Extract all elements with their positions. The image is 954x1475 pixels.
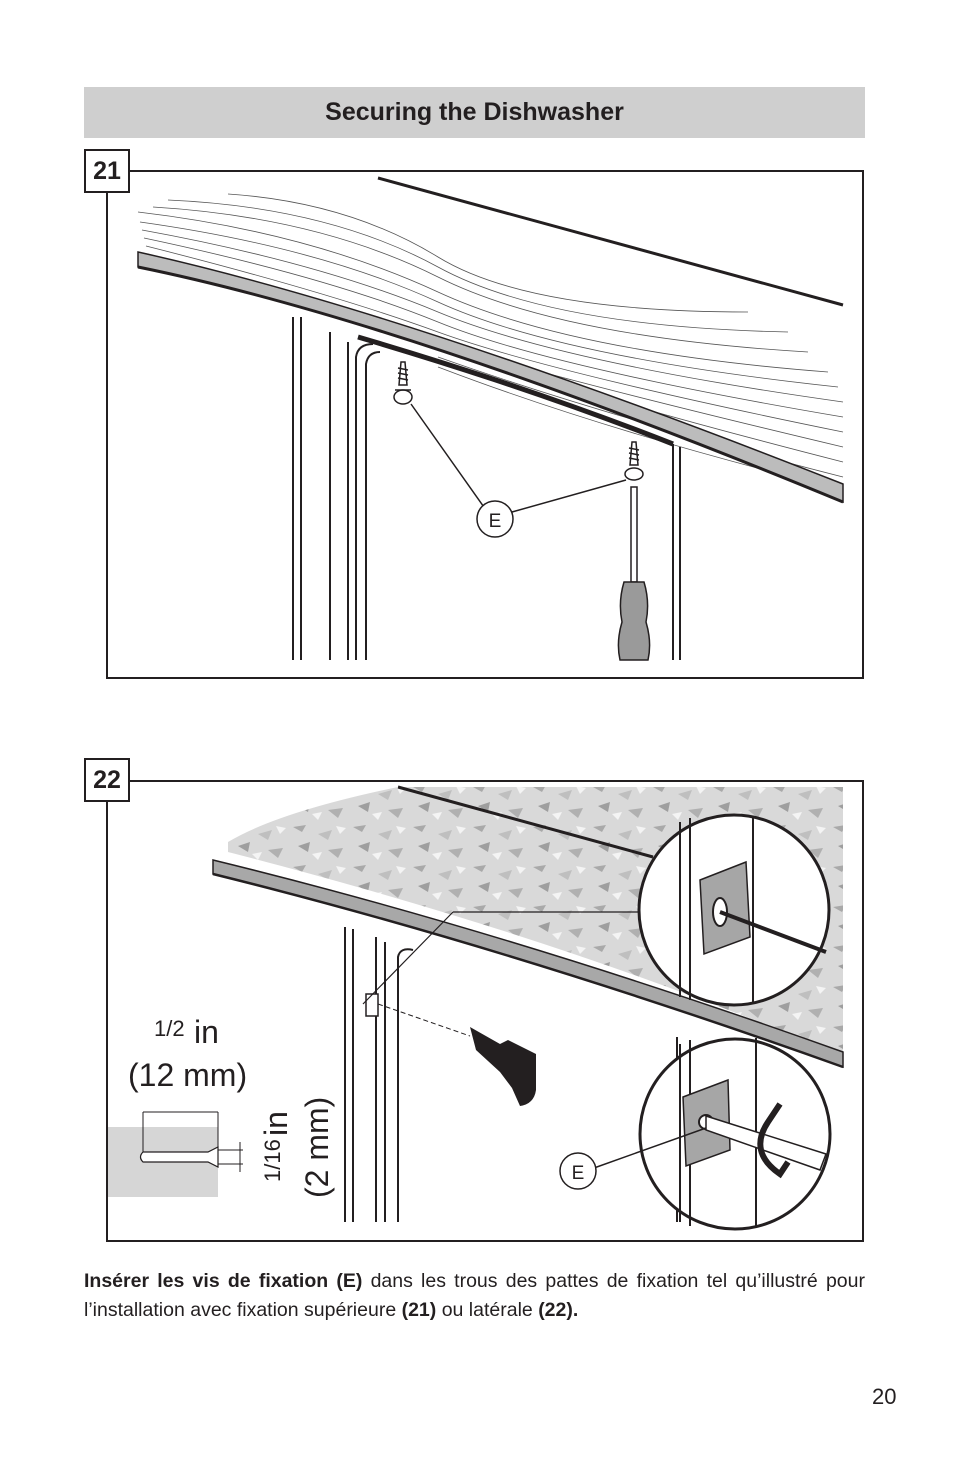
figure-number-21: 21 [84,149,130,193]
figure-number-22: 22 [84,758,130,802]
side-mount-drawing: E 1/2 in (12 mm) 1/16 in (2 mm) [108,785,844,1231]
caption-bold-21: (21) [401,1299,437,1321]
dim-side-fraction: 1/16 [260,1139,285,1182]
instruction-caption: Insérer les vis de fixation (E) dans les… [84,1267,865,1325]
caption-text-2: ou latérale [436,1299,539,1321]
section-title: Securing the Dishwasher [325,98,624,126]
caption-text-1: dans les trous des pattes de fixation te… [84,1270,865,1321]
page-number: 20 [872,1384,897,1409]
dim-top-unit: in [194,1014,219,1050]
dim-side-metric: (2 mm) [299,1097,335,1198]
figure-22-illustration: E 1/2 in (12 mm) 1/16 in (2 mm) [106,780,864,1242]
callout-label-e: E [489,511,502,532]
section-header: Securing the Dishwasher [84,87,865,138]
dim-top-metric: (12 mm) [128,1057,247,1093]
caption-bold-22: (22). [538,1299,579,1321]
top-mount-drawing: E [137,176,844,661]
callout-label-e: E [572,1163,585,1184]
dim-side-unit: in [258,1111,294,1136]
dim-top-fraction: 1/2 [154,1016,185,1041]
caption-bold-screws: Insérer les vis de fixation (E) [84,1270,363,1292]
callout-circle [559,1152,597,1190]
callout-circle [476,500,514,538]
figure-21-illustration: E [106,170,864,679]
